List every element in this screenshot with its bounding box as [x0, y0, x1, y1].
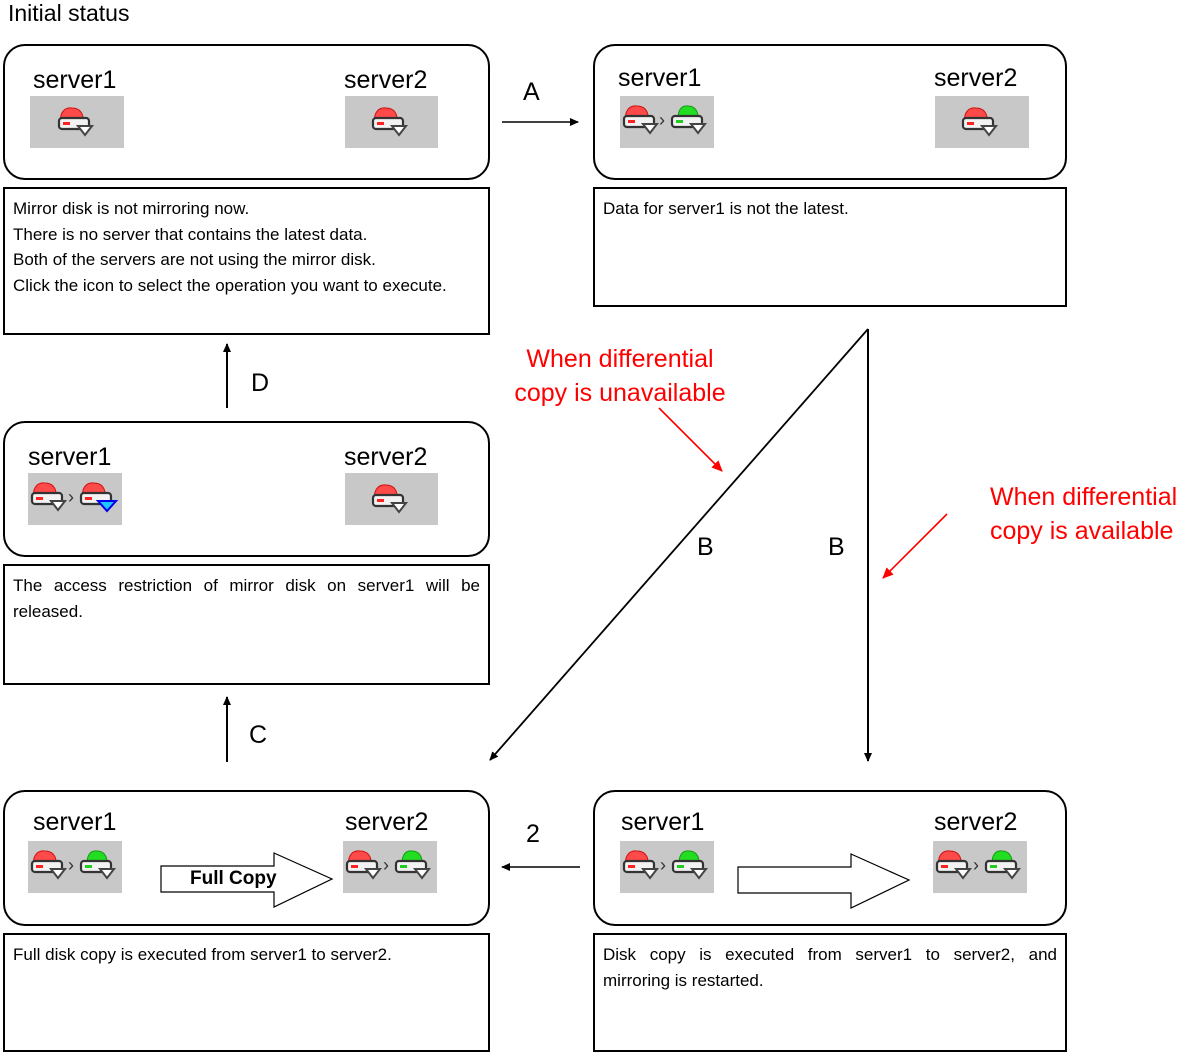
server2-icon-box[interactable]: ›: [343, 841, 437, 893]
note-line: copy is available: [990, 517, 1174, 545]
description-line: Both of the servers are not using the mi…: [13, 250, 376, 269]
server2-label: server2: [934, 64, 1018, 92]
transition-label-2: 2: [526, 820, 540, 848]
note-arrow-unavailable: [658, 407, 723, 472]
arrow-b-diagonal: [489, 328, 869, 761]
server2-label: server2: [344, 443, 428, 471]
server2-icon-box[interactable]: ›: [933, 841, 1027, 893]
note-differential-available: When differential copy is available: [990, 480, 1197, 548]
transition-label-c: C: [249, 721, 268, 749]
page-title: Initial status: [8, 0, 130, 26]
full-copy-label: Full Copy: [190, 868, 277, 889]
chevron-right-icon: ›: [973, 855, 979, 875]
note-arrow-available: [882, 513, 948, 579]
transition-label-d: D: [251, 369, 270, 397]
server1-label: server1: [621, 808, 705, 836]
full-copy-arrow-icon: [160, 852, 334, 908]
chevron-right-icon: ›: [68, 855, 74, 875]
note-line: copy is unavailable: [514, 379, 726, 407]
server2-label: server2: [344, 66, 428, 94]
transition-label-a: A: [523, 78, 540, 106]
note-differential-unavailable: When differential copy is unavailable: [500, 342, 740, 410]
server1-label: server1: [33, 808, 117, 836]
server1-label: server1: [28, 443, 112, 471]
server1-icon-box[interactable]: ›: [28, 841, 122, 893]
description-line: There is no server that contains the lat…: [13, 224, 368, 244]
server1-label: server1: [33, 66, 117, 94]
chevron-right-icon: ›: [68, 487, 74, 507]
transition-label-b-right: B: [828, 533, 845, 561]
server2-icon-box[interactable]: [345, 473, 438, 525]
server1-icon-box[interactable]: ›: [620, 841, 714, 893]
copy-arrow-icon: [737, 853, 911, 909]
server2-label: server2: [934, 808, 1018, 836]
description-initial-status: Mirror disk is not mirroring now. There …: [3, 187, 490, 335]
chevron-right-icon: ›: [383, 855, 389, 875]
server1-icon-box[interactable]: ›: [620, 96, 714, 148]
note-line: When differential: [526, 345, 714, 373]
description-after-a: Data for server1 is not the latest.: [593, 187, 1067, 307]
transition-label-b-left: B: [697, 533, 714, 561]
server2-label: server2: [345, 808, 429, 836]
description-line: Mirror disk is not mirroring now.: [13, 199, 250, 218]
description-differential-copy: Disk copy is executed from server1 to se…: [593, 933, 1067, 1052]
chevron-right-icon: ›: [659, 110, 665, 130]
description-line: Click the icon to select the operation y…: [13, 275, 447, 295]
chevron-right-icon: ›: [660, 855, 666, 875]
server1-icon-box[interactable]: ›: [28, 473, 122, 525]
server1-label: server1: [618, 64, 702, 92]
description-full-copy: Full disk copy is executed from server1 …: [3, 933, 490, 1052]
server2-icon-box[interactable]: [935, 96, 1029, 148]
description-after-c: The access restriction of mirror disk on…: [3, 564, 490, 685]
server2-icon-box[interactable]: [345, 96, 438, 148]
note-line: When differential: [990, 483, 1178, 511]
server1-icon-box[interactable]: [30, 96, 124, 148]
